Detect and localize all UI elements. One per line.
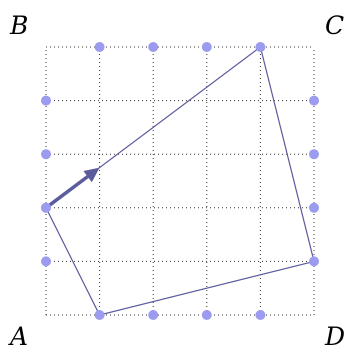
- dotted-grid: [45, 46, 315, 316]
- boundary-dots: [41, 42, 319, 320]
- boundary-dot: [309, 149, 319, 160]
- boundary-dot: [148, 42, 159, 52]
- boundary-dot: [94, 42, 105, 52]
- corner-label-c: C: [325, 11, 344, 40]
- boundary-dot: [41, 149, 51, 160]
- boundary-dot: [309, 95, 319, 106]
- arrow-layer: [44, 167, 100, 210]
- boundary-dot: [201, 310, 212, 320]
- boundary-dot: [309, 256, 319, 267]
- boundary-dot: [255, 42, 266, 52]
- boundary-dot: [148, 310, 159, 320]
- direction-arrow-head: [83, 167, 100, 183]
- boundary-dot: [255, 310, 266, 320]
- boundary-dot: [94, 310, 105, 320]
- quadrilateral: [45, 45, 315, 316]
- corner-label-a: A: [8, 322, 28, 347]
- boundary-dot: [41, 95, 51, 106]
- boundary-dot: [201, 42, 212, 52]
- corner-label-d: D: [324, 322, 345, 347]
- boundary-dot: [41, 256, 51, 267]
- direction-arrow-shaft: [44, 174, 90, 210]
- quadrilateral-layer: [45, 45, 315, 316]
- boundary-dot: [41, 202, 51, 213]
- corner-label-b: B: [9, 11, 28, 40]
- boundary-dot: [309, 202, 319, 213]
